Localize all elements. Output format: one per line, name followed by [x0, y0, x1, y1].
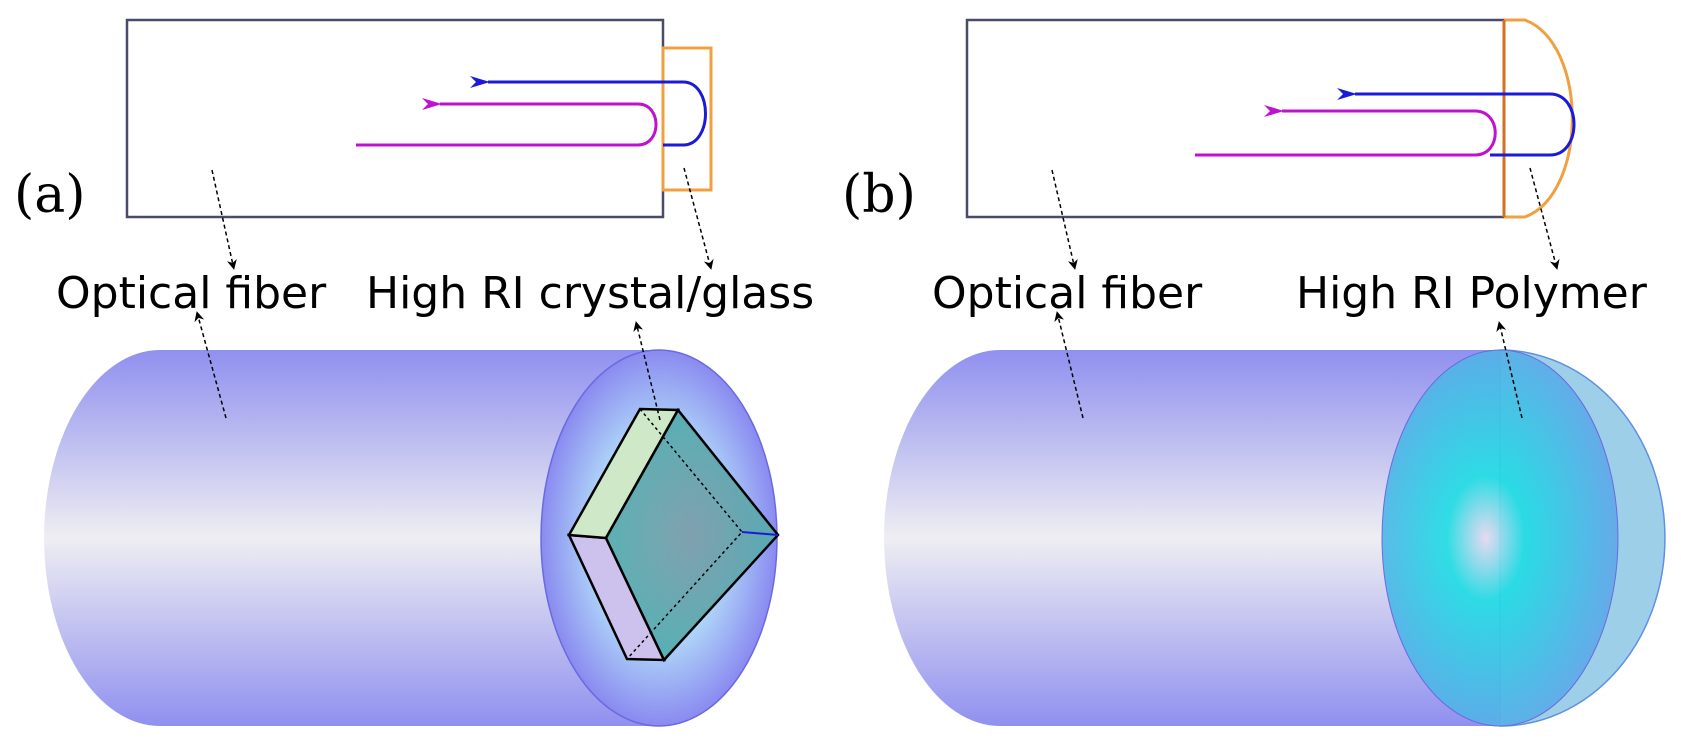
crystal-rect-a — [661, 46, 713, 192]
cylinder-b — [884, 311, 1666, 727]
crystal-blue-edge-a — [741, 531, 779, 536]
blue-ray-b — [1337, 88, 1576, 157]
magenta-ray-b — [1195, 105, 1497, 157]
panel-a-schematic — [125, 18, 714, 270]
pointer-crystal-a — [683, 167, 714, 270]
fiber-rect-a — [125, 18, 665, 219]
tip-label-a: High RI crystal/glass — [366, 268, 814, 319]
panel-b: (b) Optical fiber High RI Polymer — [842, 18, 1666, 727]
panel-a-label: (a) — [14, 165, 86, 225]
pointer-fiber-b — [1051, 169, 1078, 270]
cylinder-body-a — [44, 350, 660, 726]
pointer-polymer-b — [1529, 167, 1560, 270]
panel-b-schematic — [965, 18, 1576, 270]
pointer-fiber-3d-a — [194, 311, 227, 419]
fiber-label-a: Optical fiber — [56, 268, 327, 319]
fiber-rect-b — [965, 18, 1506, 219]
pointer-fiber-a — [211, 169, 237, 270]
cylinder-a — [44, 311, 780, 727]
panel-a: (a) Optical fiber High RI crystal/glass — [14, 18, 814, 727]
polymer-cap-b — [1504, 18, 1574, 219]
pointer-crystal-3d-a — [633, 321, 661, 421]
panel-b-label: (b) — [842, 165, 916, 225]
pointer-fiber-3d-b — [1054, 311, 1084, 419]
fiber-label-b: Optical fiber — [932, 268, 1203, 319]
cylinder-body-b — [884, 350, 1500, 726]
magenta-ray-a — [356, 98, 658, 147]
polymer-face-b — [1381, 349, 1619, 727]
blue-ray-a — [470, 76, 707, 147]
pointer-polymer-3d-b — [1496, 321, 1523, 419]
tip-label-b: High RI Polymer — [1296, 268, 1648, 319]
